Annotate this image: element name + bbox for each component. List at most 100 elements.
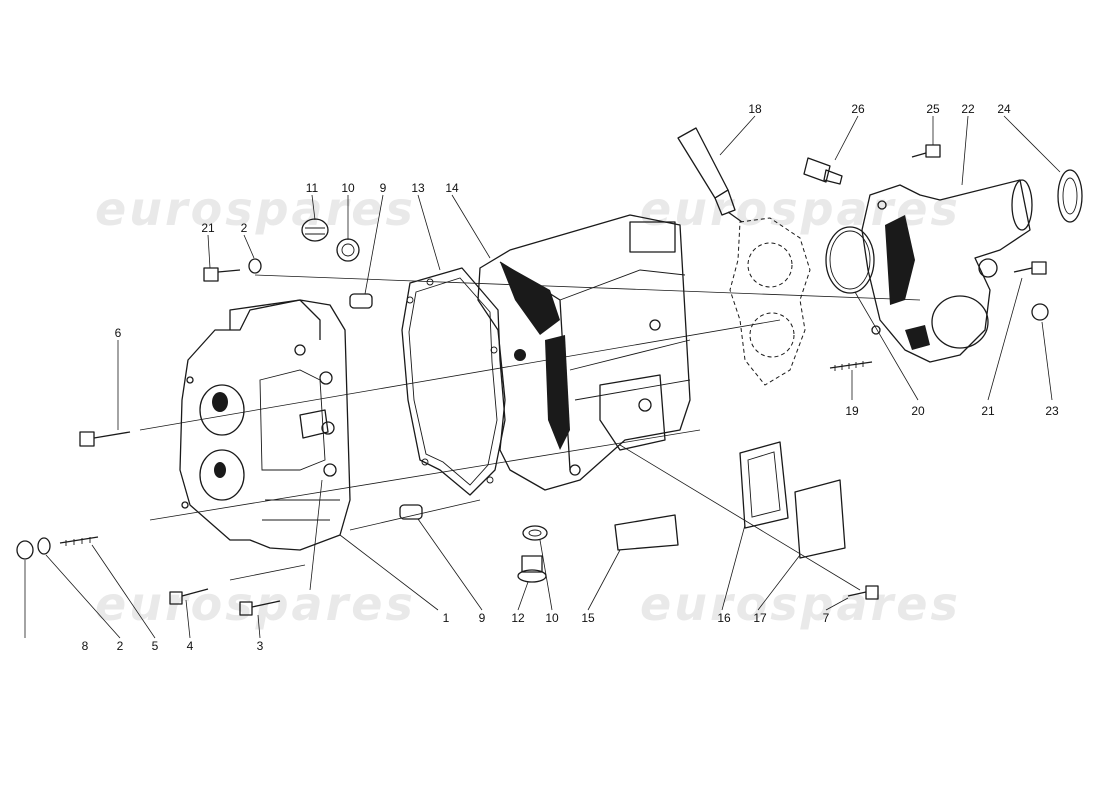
callout-13: 13 bbox=[411, 181, 425, 195]
rear-housing-hole bbox=[871, 325, 881, 335]
callout-11: 11 bbox=[306, 181, 319, 195]
callout-9: 9 bbox=[479, 611, 486, 625]
stud-thread bbox=[834, 361, 864, 371]
bolt-head bbox=[79, 431, 95, 447]
reverse-light-switch bbox=[803, 157, 843, 185]
front-housing-bearing-bore-lower bbox=[199, 449, 245, 501]
leader bbox=[961, 115, 969, 186]
callout-18: 18 bbox=[748, 102, 762, 116]
callout-12: 12 bbox=[511, 611, 525, 625]
front-housing-hole bbox=[186, 376, 194, 384]
bolt-21-right bbox=[1013, 261, 1047, 275]
main-casing-rib bbox=[559, 269, 691, 401]
gasket-hole bbox=[486, 476, 494, 484]
callout-6: 6 bbox=[115, 326, 122, 340]
sealant-tube-cap bbox=[714, 189, 736, 216]
main-casing-bolt-boss bbox=[638, 398, 652, 412]
front-housing-rib bbox=[262, 499, 340, 521]
callout-19: 19 bbox=[845, 404, 859, 418]
callout-5: 5 bbox=[152, 639, 159, 653]
leader bbox=[257, 614, 261, 639]
stud-19 bbox=[829, 361, 873, 371]
axis-line bbox=[309, 479, 323, 591]
washer-10-top bbox=[336, 238, 360, 262]
front-housing-bolt-boss bbox=[323, 463, 337, 477]
axis-line bbox=[149, 429, 701, 521]
switch-thread bbox=[823, 169, 843, 185]
front-housing-bore-shadow bbox=[214, 462, 226, 478]
leader bbox=[721, 524, 746, 611]
washer-inner bbox=[528, 529, 542, 537]
o-ring-outer bbox=[825, 226, 875, 294]
rear-gasket bbox=[729, 217, 811, 386]
callout-9: 9 bbox=[380, 181, 387, 195]
gasket-hole bbox=[421, 458, 429, 466]
callout-labels: 18 26 25 22 24 11 10 9 13 14 21 2 6 19 2… bbox=[82, 102, 1059, 653]
front-housing-bearing-bore-upper bbox=[199, 384, 245, 436]
watermark-top-left: eurospares bbox=[95, 182, 416, 236]
main-casing bbox=[477, 214, 691, 491]
sealant-tube-nozzle bbox=[727, 211, 743, 223]
leader bbox=[1003, 115, 1061, 173]
bolt-shank bbox=[93, 431, 131, 439]
bolt-21-left bbox=[203, 267, 241, 282]
washer-outer bbox=[336, 238, 360, 262]
side-cover-gasket-16 bbox=[739, 441, 789, 529]
leader bbox=[417, 518, 483, 611]
dowel-pin-bottom bbox=[399, 504, 423, 520]
leader bbox=[1041, 321, 1053, 401]
rear-gasket-bore bbox=[747, 242, 793, 288]
leader bbox=[185, 599, 191, 639]
washer-outer bbox=[522, 525, 548, 541]
gasket-inner bbox=[408, 277, 498, 486]
seal-ring-outer bbox=[1057, 169, 1083, 223]
leader bbox=[364, 194, 384, 295]
plug-thread bbox=[305, 227, 325, 235]
bolt-25 bbox=[911, 144, 941, 158]
assembly-axes bbox=[139, 274, 921, 591]
leader bbox=[451, 194, 491, 259]
switch-body bbox=[803, 157, 831, 183]
rear-housing-shadow bbox=[905, 325, 930, 350]
callout-1: 1 bbox=[443, 611, 450, 625]
callout-21: 21 bbox=[201, 221, 215, 235]
leader bbox=[517, 581, 529, 611]
front-housing-hole bbox=[181, 501, 189, 509]
callout-26: 26 bbox=[851, 102, 865, 116]
id-plate-15 bbox=[614, 514, 679, 551]
o-ring-inner bbox=[829, 230, 871, 290]
main-casing-face-shadow bbox=[500, 262, 560, 335]
callout-7: 7 bbox=[823, 611, 830, 625]
leader bbox=[339, 534, 439, 611]
bolt-shank bbox=[847, 591, 867, 597]
watermark-top-right: eurospares bbox=[640, 182, 961, 236]
dowel-pin-top bbox=[349, 293, 373, 309]
callout-10: 10 bbox=[545, 611, 559, 625]
bolt-shank bbox=[181, 588, 209, 597]
callout-21: 21 bbox=[981, 404, 995, 418]
axis-line bbox=[619, 444, 861, 591]
leader bbox=[45, 554, 121, 639]
rear-housing-shadow bbox=[885, 215, 915, 305]
leader bbox=[757, 554, 801, 611]
callout-16: 16 bbox=[717, 611, 731, 625]
callout-4: 4 bbox=[187, 639, 194, 653]
main-casing-bolt-boss bbox=[649, 319, 661, 331]
nut-body bbox=[1031, 303, 1049, 321]
leader bbox=[825, 597, 849, 611]
rear-gasket-bore bbox=[749, 312, 795, 358]
leader bbox=[91, 544, 156, 639]
main-casing-side-cover-boss bbox=[599, 374, 666, 451]
seal-ring-inner bbox=[1062, 177, 1078, 215]
washer-10-bottom bbox=[522, 525, 548, 541]
seal-ring bbox=[1057, 169, 1083, 223]
rear-housing-outline bbox=[861, 179, 1031, 363]
housing-gasket bbox=[401, 267, 506, 496]
rear-housing-hole bbox=[877, 200, 887, 210]
stud-thread bbox=[65, 537, 91, 546]
bolt-7 bbox=[847, 585, 879, 600]
callout-2: 2 bbox=[241, 221, 248, 235]
axis-line bbox=[139, 319, 781, 431]
bolt-head bbox=[925, 144, 941, 158]
